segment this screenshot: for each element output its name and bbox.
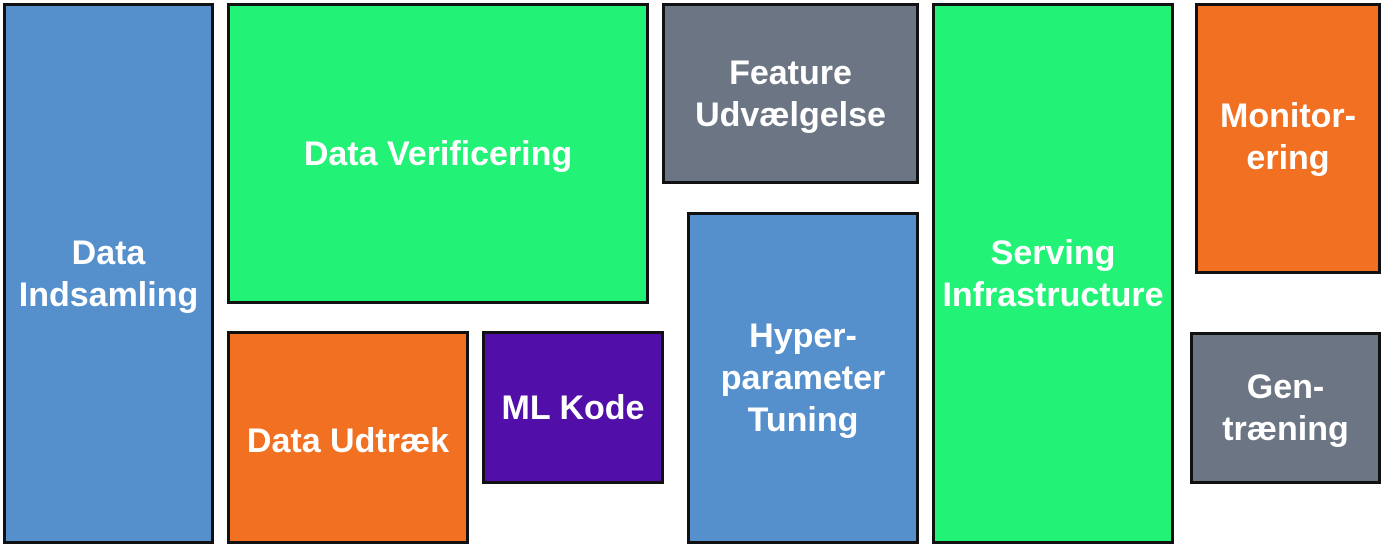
serving-infrastructure-box: Serving Infrastructure	[932, 3, 1174, 544]
data-verificering-label: Data Verificering	[303, 134, 573, 173]
ml-kode-label: ML Kode	[501, 388, 645, 427]
data-udtraek-label: Data Udtræk	[246, 421, 450, 460]
feature-udvaelgelse-box: Feature Udvælgelse	[662, 3, 919, 184]
gentraening-box: Gen- træning	[1190, 332, 1381, 484]
serving-infrastructure-label: Serving Infrastructure	[942, 233, 1164, 314]
feature-udvaelgelse-label: Feature Udvælgelse	[695, 53, 886, 134]
hyperparameter-tuning-label: Hyper- parameter Tuning	[720, 317, 886, 439]
monitorering-label: Monitor- ering	[1220, 97, 1356, 177]
monitorering-box: Monitor- ering	[1195, 3, 1381, 274]
data-indsamling-label: Data Indsamling	[18, 233, 199, 314]
data-verificering-box: Data Verificering	[227, 3, 649, 304]
ml-kode-box: ML Kode	[482, 331, 664, 484]
data-udtraek-box: Data Udtræk	[227, 331, 469, 544]
gentraening-label: Gen- træning	[1222, 368, 1349, 448]
hyperparameter-tuning-box: Hyper- parameter Tuning	[687, 212, 919, 544]
data-indsamling-box: Data Indsamling	[3, 3, 214, 544]
